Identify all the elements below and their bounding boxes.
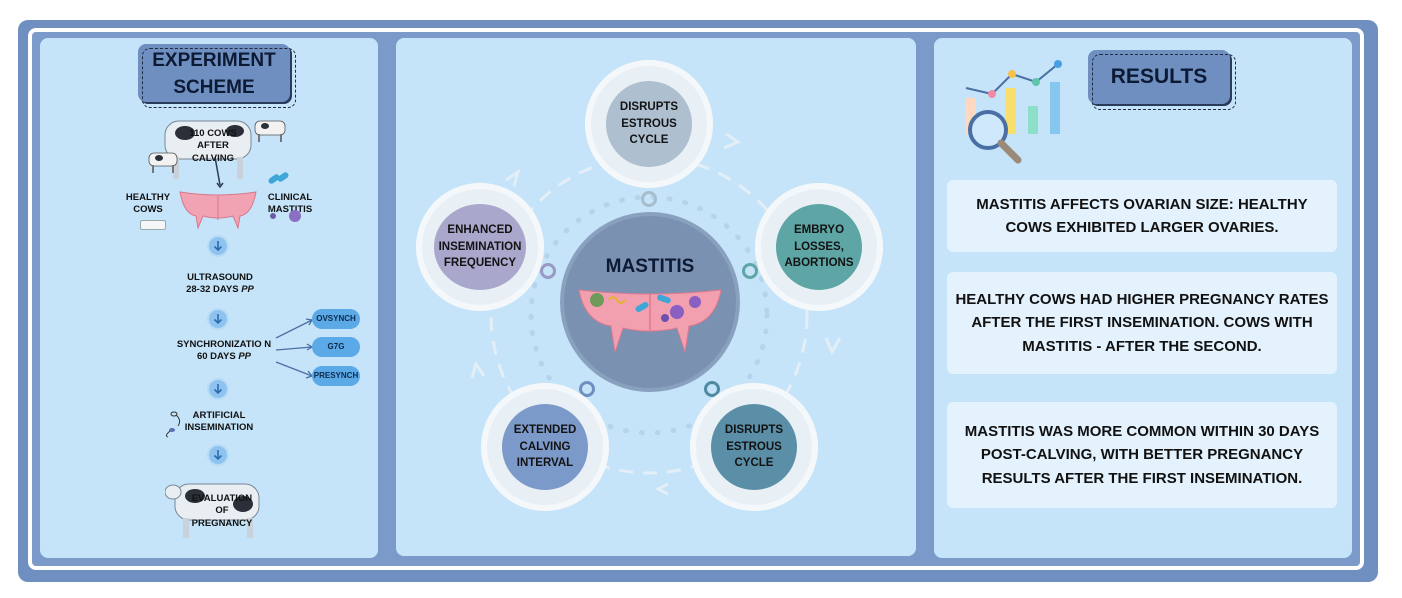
protocol-ovsynch: OVSYNCH [312,309,360,329]
flow-arrow-4 [207,444,229,466]
flow-arrow-1 [207,235,229,257]
bacteria-icon [268,172,301,222]
clinical-label: CLINICAL MASTITIS [267,192,313,216]
healthy-label: HEALTHY COWS [125,192,171,216]
ai-label: ARTIFICIAL INSEMINATION [184,410,254,434]
protocol-g7g: G7G [312,337,360,357]
node-top: DISRUPTS ESTROUS CYCLE [606,81,692,167]
cows-label: 110 COWS AFTER CALVING [189,128,237,164]
connector-bottom-left [579,381,595,397]
ultrasound-days: 28-32 DAYS PP [186,284,254,296]
results-title-box: RESULTS [1088,50,1236,110]
protocol-arrows [275,318,314,379]
ultrasound-label: ULTRASOUND 28-32 DAYS PP [170,272,270,297]
experiment-title-line1: EXPERIMENT [152,50,276,71]
cow-herd-icon [148,120,286,189]
udder-icon [179,191,257,230]
connector-right [742,263,758,279]
flow-arrow-3 [207,378,229,400]
sperm-icon [165,411,181,438]
evaluation-label: EVALUATION OF PREGNANCY [191,493,253,529]
protocol-presynch: PRESYNCH [312,366,360,386]
infected-udder-icon [578,289,722,353]
experiment-title-line2: SCHEME [173,77,255,98]
results-title: RESULTS [1110,65,1208,88]
pregnant-cow-icon [165,483,260,538]
node-right: EMBRYO LOSSES, ABORTIONS [776,204,862,290]
connector-top [641,191,657,207]
mastitis-hub-label: MASTITIS [605,256,695,277]
connector-bottom-right [704,381,720,397]
node-left: ENHANCED INSEMINATION FREQUENCY [434,204,526,290]
synchronization-label: SYNCHRONIZATIO N 60 DAYS PP [176,339,272,363]
finding-3: MASTITIS WAS MORE COMMON WITHIN 30 DAYS … [947,402,1337,508]
finding-2: HEALTHY COWS HAD HIGHER PREGNANCY RATES … [947,272,1337,374]
node-bottom-left: EXTENDED CALVING INTERVAL [502,404,588,490]
node-bottom-right: DISRUPTS ESTROUS CYCLE [711,404,797,490]
experiment-title: EXPERIMENT SCHEME [138,44,296,108]
finding-1: MASTITIS AFFECTS OVARIAN SIZE: HEALTHY C… [947,180,1337,252]
connector-left [540,263,556,279]
ultrasound-title: ULTRASOUND [187,272,253,283]
healthy-bottle-icon [140,220,166,230]
analytics-icon [965,60,1062,164]
flow-arrow-2 [207,308,229,330]
